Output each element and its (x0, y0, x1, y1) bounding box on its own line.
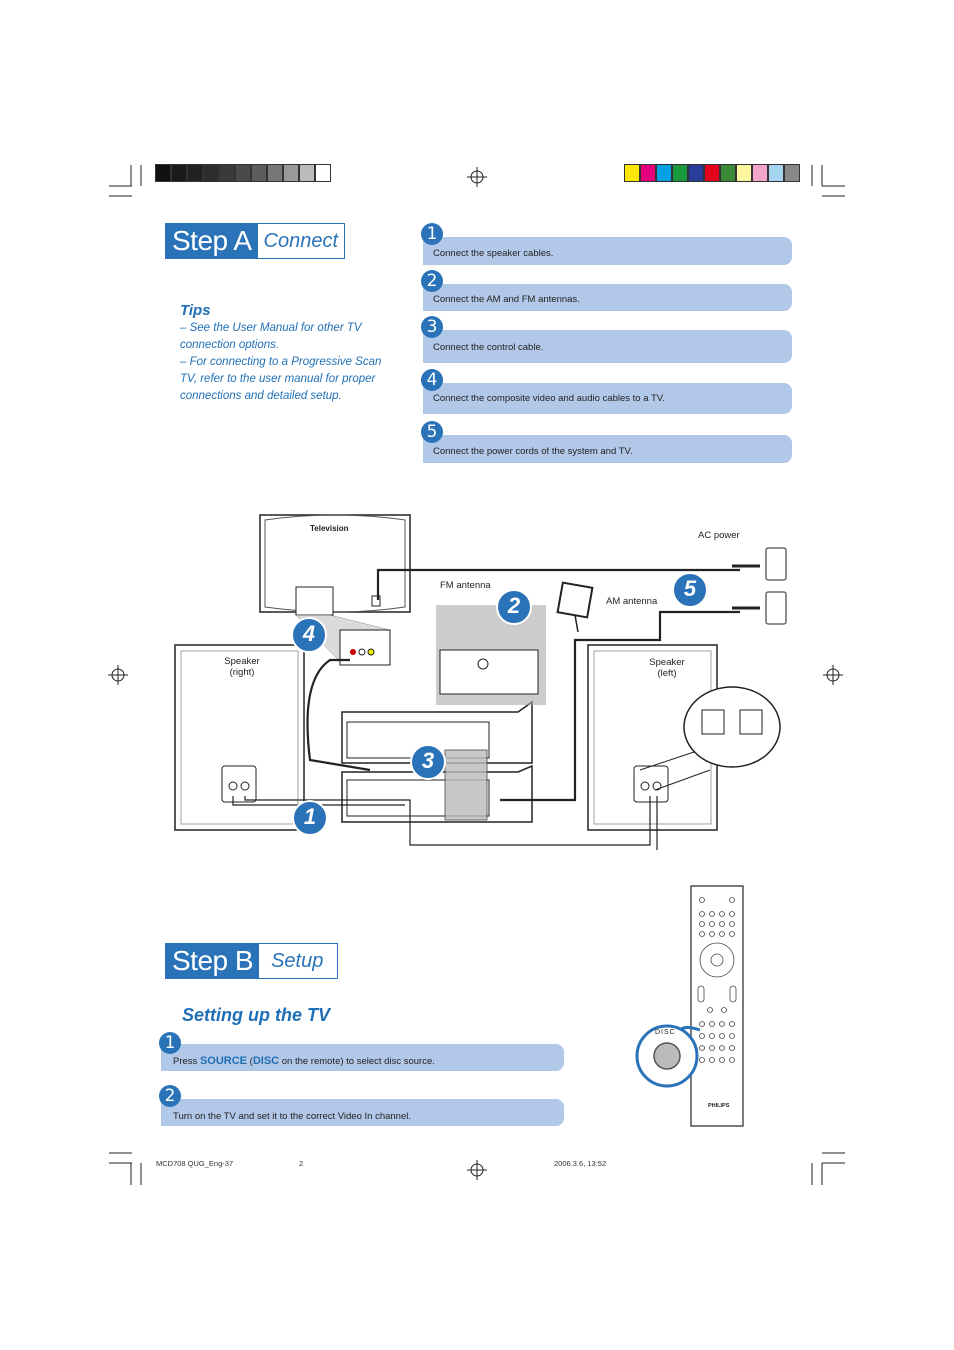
setup-step-2-bar: Turn on the TV and set it to the correct… (161, 1099, 564, 1126)
step-2-number: 2 (421, 270, 443, 292)
step-b-header: Step B Setup (165, 943, 339, 979)
setup-step-2-text: Turn on the TV and set it to the correct… (173, 1111, 411, 1122)
footer-file: MCD708 QUG_Eng-37 (156, 1159, 234, 1168)
tips-title: Tips (180, 302, 211, 319)
television-label: Television (310, 524, 349, 533)
tips-list: – See the User Manual for other TV conne… (180, 320, 390, 405)
step-a-sub: Connect (257, 224, 345, 258)
setup-step-1-number: 1 (159, 1032, 181, 1054)
step-3-bar: Connect the control cable. (423, 330, 792, 363)
setup-step-2-number: 2 (159, 1085, 181, 1107)
step-5-bar: Connect the power cords of the system an… (423, 435, 792, 463)
footer-page: 2 (299, 1159, 304, 1168)
speaker-right-line1: Speaker (224, 656, 260, 667)
callout-group (291, 572, 708, 836)
ac-power-label: AC power (698, 530, 740, 541)
speaker-left-line1: Speaker (649, 657, 685, 668)
speaker-right-line2: (right) (229, 667, 255, 678)
callout-1: 1 (303, 804, 317, 829)
step-4-text: Connect the composite video and audio ca… (433, 393, 665, 404)
step-1-number: 1 (421, 223, 443, 245)
step-4-number: 4 (421, 369, 443, 391)
callout-4: 4 (302, 621, 316, 646)
callout-5: 5 (683, 576, 697, 601)
disc-label: DISC (655, 1029, 676, 1036)
disc-key: DISC (252, 1055, 280, 1067)
setup-step-1-text: Press SOURCE (DISC on the remote) to sel… (173, 1055, 435, 1067)
source-key: SOURCE (199, 1055, 247, 1067)
callout-3: 3 (421, 748, 435, 773)
setup-step-1-mid: ( (247, 1056, 253, 1067)
step-5-number: 5 (421, 421, 443, 443)
step-2-text: Connect the AM and FM antennas. (433, 294, 580, 305)
dvd-unit (341, 700, 533, 764)
step-3-text: Connect the control cable. (433, 342, 544, 353)
step-b-sub: Setup (259, 944, 338, 978)
step-4-bar: Connect the composite video and audio ca… (423, 383, 792, 414)
step-5-text: Connect the power cords of the system an… (433, 446, 633, 457)
step-3-number: 3 (421, 316, 443, 338)
step-1-bar: Connect the speaker cables. (423, 237, 792, 265)
setup-step-1-bar: Press SOURCE (DISC on the remote) to sel… (161, 1044, 564, 1071)
step-1-text: Connect the speaker cables. (433, 248, 554, 259)
setup-step-1-post: on the remote) to select disc source. (279, 1056, 435, 1067)
remote-control (635, 885, 744, 1127)
am-antenna-label: AM antenna (606, 596, 658, 607)
tip-item: – For connecting to a Progressive Scan T… (180, 356, 382, 402)
step-b-label: Step B (166, 944, 260, 978)
speaker-right-label: Speaker (right) (222, 656, 262, 678)
color-swatch-bar (624, 164, 800, 182)
speaker-left-line2: (left) (657, 668, 677, 679)
speaker-left-label: Speaker (left) (647, 657, 687, 679)
setup-step-1-pre: Press (173, 1056, 200, 1067)
footer-date: 2006.3.6, 13:52 (554, 1159, 607, 1168)
grey-color-bar (155, 164, 331, 182)
step-a-label: Step A (166, 224, 258, 258)
disc-button-icon (653, 1042, 681, 1070)
fm-antenna-label: FM antenna (440, 580, 491, 591)
step-a-header: Step A Connect (165, 223, 346, 259)
step-2-bar: Connect the AM and FM antennas. (423, 284, 792, 311)
callout-2: 2 (507, 593, 521, 618)
tip-item: – See the User Manual for other TV conne… (180, 322, 362, 351)
remote-brand: PHILIPS (708, 1103, 730, 1109)
setting-up-tv-title: Setting up the TV (182, 1005, 330, 1025)
